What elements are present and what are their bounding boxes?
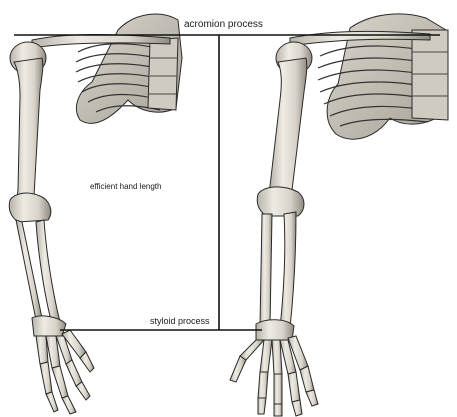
right-arm-skeleton (230, 14, 448, 416)
right-elbow (257, 187, 304, 216)
left-spine-block (148, 38, 178, 110)
right-ulna (260, 214, 272, 326)
acromion-process-label: acromion process (184, 19, 263, 30)
left-wrist (32, 316, 66, 336)
left-humerus (14, 58, 43, 204)
hand-length-label: efficient hand length (90, 182, 161, 191)
right-hand (230, 336, 318, 416)
right-radius (280, 212, 296, 328)
left-hand (36, 330, 94, 414)
right-spine-block (412, 30, 448, 120)
left-elbow (9, 193, 51, 222)
styloid-process-label: styloid process (150, 316, 210, 326)
right-humerus (270, 58, 307, 200)
left-arm-skeleton (9, 14, 182, 414)
